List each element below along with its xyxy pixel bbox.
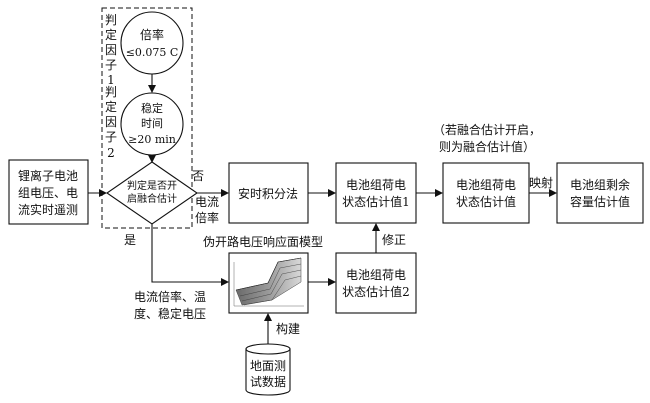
decision-factor-group (101, 7, 193, 229)
fusion-note-line1: （若融合估计开启， (433, 122, 541, 137)
svg-text:定: 定 (105, 99, 117, 114)
inputs-label-line2: 度、稳定电压 (134, 306, 206, 321)
svg-text:因: 因 (105, 115, 117, 129)
decision-line2: 启融合估计 (127, 192, 177, 205)
correct-label: 修正 (382, 232, 406, 247)
response-surface-image (233, 257, 304, 307)
yes-label: 是 (124, 233, 136, 247)
svg-text:2: 2 (107, 146, 115, 160)
factor1-label: 判 定 因 子 1 (105, 13, 117, 87)
soc-final-box (442, 162, 530, 224)
inputs-label-line1: 电流倍率、温 (134, 289, 206, 304)
rate-condition-line2: ≤0.075 C (126, 46, 179, 59)
model-title: 伪开路电压响应面模型 (203, 234, 323, 249)
time-condition-line1: 稳定 (141, 101, 163, 115)
fusion-decision-diamond (106, 161, 198, 225)
fusion-note-line2: 则为融合估计值） (439, 139, 535, 154)
svg-text:子: 子 (105, 58, 117, 72)
factor2-label: 判 定 因 子 2 (105, 85, 117, 160)
build-label: 构建 (276, 321, 300, 336)
svg-text:状态估计值2: 状态估计值2 (342, 284, 410, 299)
telemetry-input-box (8, 159, 89, 225)
arrow-decision-to-model (151, 224, 229, 286)
svg-text:流实时遥测: 流实时遥测 (18, 202, 78, 217)
decision-line1: 判定是否开 (127, 179, 177, 192)
remaining-capacity-box (556, 162, 644, 224)
time-condition-line3: ≥20 min (128, 133, 176, 146)
svg-text:状态估计值1: 状态估计值1 (342, 194, 410, 209)
svg-text:电池组荷电: 电池组荷电 (346, 178, 406, 192)
svg-text:容量估计值: 容量估计值 (570, 194, 630, 209)
svg-text:1: 1 (107, 73, 115, 87)
current-rate-label-line2: 倍率 (195, 210, 219, 225)
svg-text:锂离子电池: 锂离子电池 (18, 168, 78, 183)
svg-text:判: 判 (105, 13, 117, 27)
time-condition-line2: 时间 (141, 117, 163, 130)
svg-text:电池组荷电: 电池组荷电 (456, 178, 516, 192)
svg-text:组电压、电: 组电压、电 (18, 186, 78, 200)
ground-data-line2: 试数据 (250, 374, 286, 389)
svg-text:状态估计值: 状态估计值 (456, 194, 516, 209)
ground-data-line1: 地面测 (250, 359, 286, 373)
svg-text:定: 定 (105, 27, 117, 42)
no-label: 否 (192, 169, 204, 183)
svg-text:电池组荷电: 电池组荷电 (346, 268, 406, 282)
ground-test-data-cylinder (245, 343, 291, 396)
rate-condition-line1: 倍率 (140, 27, 164, 42)
mapping-label: 映射 (529, 175, 553, 190)
current-rate-label-line1: 电流 (195, 195, 219, 209)
svg-text:安时积分法: 安时积分法 (238, 186, 298, 201)
svg-text:判: 判 (105, 85, 117, 99)
svg-text:因: 因 (105, 43, 117, 57)
soc-estimate-1-box (335, 162, 417, 224)
svg-text:电池组剩余: 电池组剩余 (570, 177, 630, 192)
ampere-hour-box (228, 162, 309, 224)
svg-text:子: 子 (105, 130, 117, 144)
rate-condition-circle (120, 11, 184, 75)
soc-estimate-2-box (335, 252, 417, 314)
